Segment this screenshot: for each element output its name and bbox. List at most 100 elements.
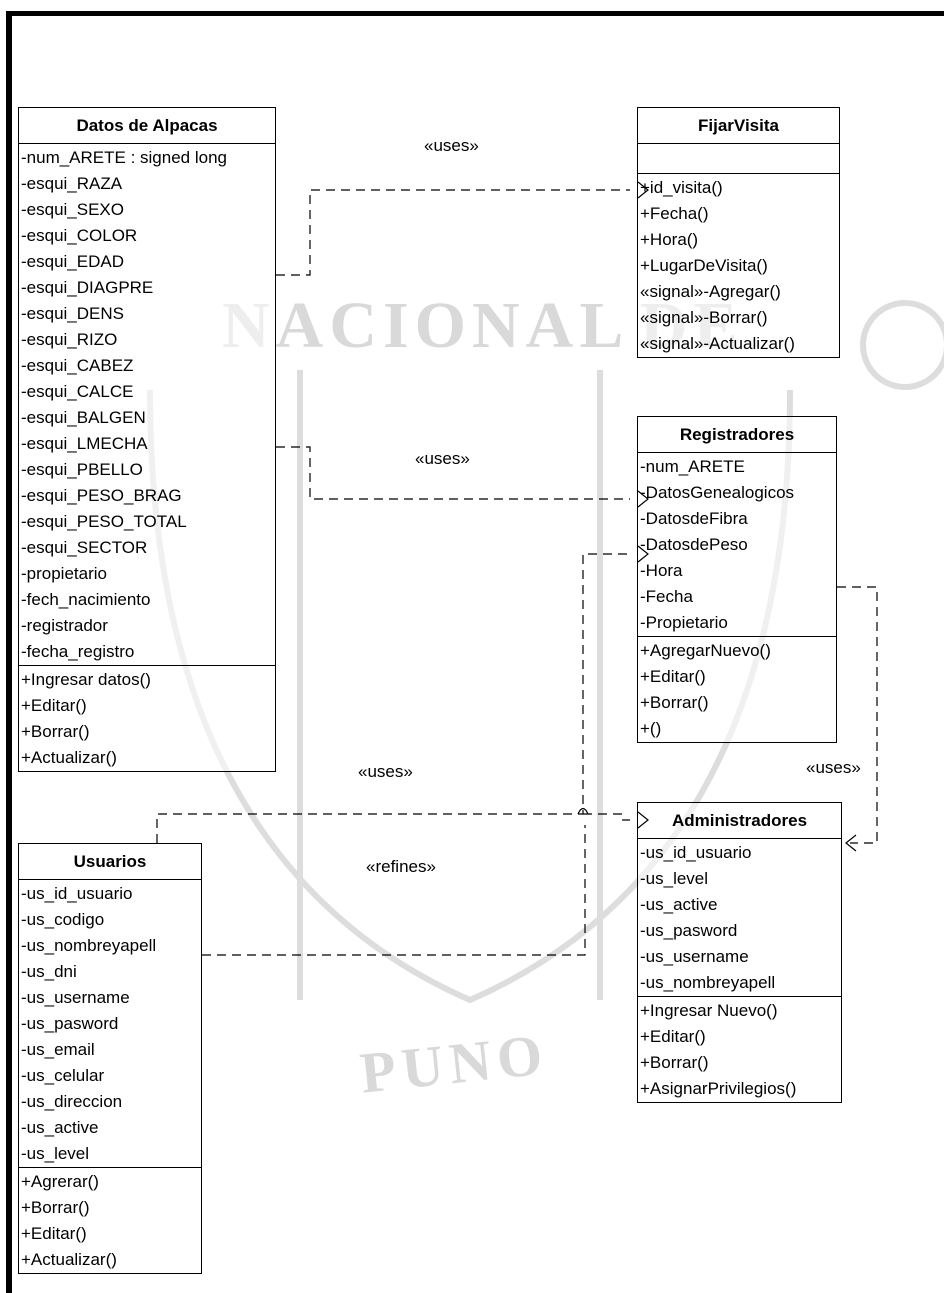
operations-section: +id_visita() +Fecha() +Hora() +LugarDeVisit… xyxy=(638,174,839,357)
attribute-item: -us_nombreyapell xyxy=(640,973,776,992)
operation-item: +Actualizar() xyxy=(21,1250,117,1269)
attribute-item: -us_pasword xyxy=(640,921,738,940)
attributes-section: -num_ARETE -DatosGenealogicos -DatosdeFibr… xyxy=(638,453,836,637)
attribute-item: -esqui_RAZA xyxy=(21,174,123,193)
attribute-item: -Propietario xyxy=(640,613,728,632)
attribute-item: -us_username xyxy=(640,947,749,966)
attribute-item: -esqui_CALCE xyxy=(21,382,134,401)
attribute-item: -us_username xyxy=(21,988,130,1007)
arrowhead-administradores xyxy=(637,811,649,829)
operations-section: +AgregarNuevo()+Editar()+Borrar()+() xyxy=(638,637,836,742)
arrowhead-fijarvisita xyxy=(637,181,649,199)
dependency-alpacas-fijarvisita xyxy=(276,189,630,276)
attributes-section xyxy=(638,144,839,174)
attribute-item: -esqui_PESO_TOTAL xyxy=(21,512,187,531)
attribute-item: -propietario xyxy=(21,564,107,583)
class-title: Datos de Alpacas xyxy=(19,108,275,144)
attribute-item: -DatosdePeso xyxy=(640,535,748,554)
page-frame-top xyxy=(6,11,944,16)
line-crossing-hop xyxy=(577,807,589,815)
attribute-item: -esqui_EDAD xyxy=(21,252,124,271)
label-uses-registradores: «uses» xyxy=(415,449,470,468)
page-frame-left xyxy=(6,11,12,1293)
attribute-item: -esqui_DIAGPRE xyxy=(21,278,154,297)
operation-item: +Ingresar datos() xyxy=(21,670,151,689)
class-title: Usuarios xyxy=(19,844,201,880)
operation-item: +LugarDeVisita() xyxy=(640,256,768,275)
label-uses-administradores: «uses» xyxy=(806,758,861,777)
class-registradores[interactable]: Registradores -num_ARETE -DatosGenealogic… xyxy=(637,416,837,743)
class-fijarvisita[interactable]: FijarVisita +id_visita()+Fecha()+Hora()+… xyxy=(637,107,840,358)
operation-item: +Borrar() xyxy=(640,1053,709,1072)
class-datos-de-alpacas[interactable]: Datos de Alpacas -num_ARETE : signed lon… xyxy=(18,107,276,772)
label-uses-usuarios: «uses» xyxy=(358,762,413,781)
arrowhead-registradores-1 xyxy=(637,490,649,508)
attribute-item: -us_id_usuario xyxy=(21,884,133,903)
dependency-alpacas-registradores xyxy=(276,446,630,500)
attributes-section: -us_id_usuario -us_codigo -us_nombreyapell… xyxy=(19,880,201,1168)
attribute-item: -esqui_RIZO xyxy=(21,330,118,349)
class-title: Registradores xyxy=(638,417,836,453)
operation-item: +Fecha() xyxy=(640,204,709,223)
label-uses-fijarvisita: «uses» xyxy=(424,136,479,155)
dependency-registradores-administradores xyxy=(837,586,878,844)
attribute-item: -us_direccion xyxy=(21,1092,123,1111)
arrowhead-registradores-2 xyxy=(637,545,649,563)
attribute-item: -esqui_CABEZ xyxy=(21,356,134,375)
operation-item: «signal»-Agregar() xyxy=(640,282,781,301)
attribute-item: -num_ARETE xyxy=(640,457,745,476)
attribute-item: -us_pasword xyxy=(21,1014,119,1033)
arrowhead-administradores-2 xyxy=(845,834,857,852)
attribute-item: -us_active xyxy=(640,895,718,914)
dependency-usuarios-registradores xyxy=(156,553,630,843)
dependency-usuarios-administradores xyxy=(583,813,630,821)
attribute-item: -Fecha xyxy=(640,587,693,606)
class-usuarios[interactable]: Usuarios -us_id_usuario -us_codigo -us_nom… xyxy=(18,843,202,1274)
operation-item: +AgregarNuevo() xyxy=(640,641,771,660)
label-refines: «refines» xyxy=(366,857,436,876)
operation-item: +Actualizar() xyxy=(21,748,117,767)
attribute-item: -fecha_registro xyxy=(21,642,135,661)
attributes-section: -us_id_usuario -us_level -us_active -us_pas… xyxy=(638,839,841,997)
operation-item: «signal»-Actualizar() xyxy=(640,334,795,353)
class-title: FijarVisita xyxy=(638,108,839,144)
attribute-item: -us_active xyxy=(21,1118,99,1137)
attribute-item: -esqui_SEXO xyxy=(21,200,124,219)
attribute-item: -us_level xyxy=(640,869,709,888)
attribute-item: -us_dni xyxy=(21,962,77,981)
attribute-item: -esqui_BALGEN xyxy=(21,408,146,427)
attribute-item: -esqui_PESO_BRAG xyxy=(21,486,182,505)
operation-item: +Agrerar() xyxy=(21,1172,99,1191)
class-title: Administradores xyxy=(638,803,841,839)
attribute-item: -DatosdeFibra xyxy=(640,509,748,528)
operation-item: +Borrar() xyxy=(21,1198,90,1217)
operation-item: +id_visita() xyxy=(640,178,723,197)
operations-section: +Ingresar datos() +Editar() +Borrar() +Actu… xyxy=(19,666,275,771)
attribute-item: -esqui_LMECHA xyxy=(21,434,148,453)
attributes-section: -num_ARETE : signed long -esqui_RAZA -esqu… xyxy=(19,144,275,666)
attribute-item: -esqui_COLOR xyxy=(21,226,138,245)
operation-item: +Borrar() xyxy=(640,693,709,712)
attribute-item: -us_nombreyapell xyxy=(21,936,157,955)
attribute-item: -us_level xyxy=(21,1144,90,1163)
attribute-item: -us_codigo xyxy=(21,910,105,929)
attribute-item: -esqui_SECTOR xyxy=(21,538,148,557)
attribute-item: -esqui_PBELLO xyxy=(21,460,143,479)
operation-item: +Editar() xyxy=(640,1027,706,1046)
operation-item: +Editar() xyxy=(640,667,706,686)
attribute-item: -registrador xyxy=(21,616,108,635)
operation-item: +Borrar() xyxy=(21,722,90,741)
attribute-item: -num_ARETE : signed long xyxy=(21,148,227,167)
attribute-item: -us_email xyxy=(21,1040,95,1059)
operation-item: +Ingresar Nuevo() xyxy=(640,1001,778,1020)
class-administradores[interactable]: Administradores -us_id_usuario-us_level-… xyxy=(637,802,842,1103)
operation-item: +Editar() xyxy=(21,696,87,715)
attribute-item: -us_celular xyxy=(21,1066,105,1085)
attribute-item: -fech_nacimiento xyxy=(21,590,151,609)
attribute-item: -DatosGenealogicos xyxy=(640,483,795,502)
attribute-item: -esqui_DENS xyxy=(21,304,124,323)
attribute-item: -Hora xyxy=(640,561,683,580)
operation-item: +Hora() xyxy=(640,230,699,249)
attribute-item: -us_id_usuario xyxy=(640,843,752,862)
